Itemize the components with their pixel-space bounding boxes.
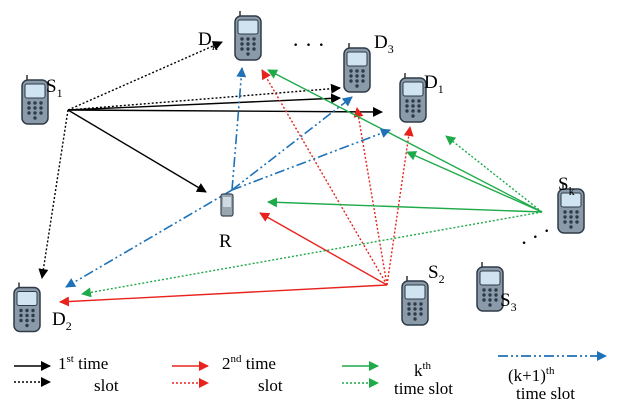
link-s1-d3	[67, 93, 341, 111]
node-s2: S2	[401, 262, 445, 326]
link-sk-d2	[81, 211, 543, 298]
sk-label: S	[558, 174, 569, 195]
svg-text:S1: S1	[46, 76, 63, 100]
legend-slot1-num: 1	[58, 354, 67, 373]
links-slot-k1	[65, 67, 391, 288]
legend-slot2-sup: nd	[231, 353, 243, 365]
svg-text:Sk: Sk	[558, 174, 575, 198]
link-s1-dk	[67, 41, 223, 111]
mobile-phone-icon	[343, 42, 371, 93]
svg-text:2nd time: 2nd time	[222, 353, 276, 373]
links-slot-k	[81, 69, 543, 298]
legend-item-slot-2: 2nd time slot	[172, 353, 283, 395]
link-sk-dk	[267, 69, 543, 213]
link-s1-d3-dotted	[67, 83, 341, 111]
ellipsis-sources: · · ·	[515, 218, 556, 256]
mobile-phone-icon	[13, 281, 41, 333]
svg-text:D1: D1	[424, 72, 444, 96]
node-d2: D2	[13, 281, 72, 333]
svg-text:Dk: Dk	[198, 29, 218, 53]
legend-slot1-text2: slot	[94, 376, 119, 395]
d3-sub: 3	[388, 42, 394, 56]
node-sk: Sk	[557, 174, 585, 234]
legend-slotk-sup: th	[423, 360, 432, 372]
link-s1-d1	[67, 106, 383, 117]
legend-slot2-num: 2	[222, 354, 231, 373]
link-r-d3	[231, 96, 353, 191]
link-s2-d3	[353, 107, 388, 286]
legend-item-slot-k: kth time slot	[342, 360, 453, 398]
node-s1: S1	[21, 74, 63, 125]
s3-label: S	[500, 290, 511, 311]
link-s1-d2	[38, 109, 69, 279]
legend-slot1-sup: st	[67, 353, 74, 365]
s2-label: S	[428, 262, 439, 283]
link-s1-r	[67, 109, 207, 193]
legend-item-slot-1: 1st time slot	[14, 353, 119, 395]
svg-text:S2: S2	[428, 262, 445, 286]
dk-label: D	[198, 29, 212, 50]
link-s2-dk	[261, 69, 388, 286]
svg-text:kth: kth	[414, 360, 432, 380]
d1-sub: 1	[438, 82, 444, 96]
d2-label: D	[52, 309, 66, 330]
legend-slotk-num: k	[414, 361, 423, 380]
dk-sub: k	[212, 39, 218, 53]
node-dk: Dk	[198, 10, 262, 61]
link-sk-r	[267, 197, 543, 213]
svg-text:S3: S3	[500, 290, 517, 314]
link-r-d2	[65, 189, 233, 288]
r-label: R	[219, 231, 232, 252]
d1-label: D	[424, 72, 438, 93]
sk-sub: k	[569, 184, 575, 198]
legend-slotk1-text2: time slot	[516, 384, 575, 403]
link-sk-d3	[406, 151, 543, 213]
ellipsis-destinations: · · ·	[292, 32, 325, 57]
svg-text:1st time: 1st time	[58, 353, 108, 373]
node-d1: D1	[399, 72, 444, 123]
svg-text:(k+1)th: (k+1)th	[508, 365, 555, 385]
mobile-phone-icon	[399, 72, 427, 123]
svg-text:D3: D3	[374, 32, 394, 56]
link-r-d1	[231, 128, 391, 191]
node-s3: S3	[476, 261, 517, 314]
legend-slotk-text2: time slot	[394, 379, 453, 398]
link-r-dk	[231, 67, 247, 191]
legend-slot2-text2: slot	[258, 376, 283, 395]
mobile-phone-icon	[401, 275, 429, 326]
link-sk-d1	[445, 135, 543, 213]
link-s2-d2	[59, 284, 388, 307]
link-s2-r	[259, 212, 388, 286]
s3-sub: 3	[511, 300, 517, 314]
legend-slotk1-sup: th	[546, 365, 555, 377]
s1-sub: 1	[57, 86, 63, 100]
s2-sub: 2	[439, 272, 445, 286]
legend: 1st time slot 2nd time slot kth time slo…	[14, 351, 607, 403]
legend-slot2-text: time	[242, 354, 276, 373]
links-slot-2	[59, 69, 414, 307]
node-d3: D3	[343, 32, 394, 93]
legend-slot1-text: time	[74, 354, 108, 373]
svg-text:D2: D2	[52, 309, 72, 333]
links-slot-1	[38, 41, 383, 279]
legend-slotk1-num: (k+1)	[508, 366, 546, 385]
mobile-phone-icon	[234, 10, 262, 61]
s1-label: S	[46, 76, 57, 97]
mobile-phone-icon	[21, 74, 49, 125]
node-r: R	[219, 193, 234, 252]
d2-sub: 2	[66, 319, 72, 333]
legend-item-slot-k1: (k+1)th time slot	[498, 351, 607, 403]
d3-label: D	[374, 32, 388, 53]
